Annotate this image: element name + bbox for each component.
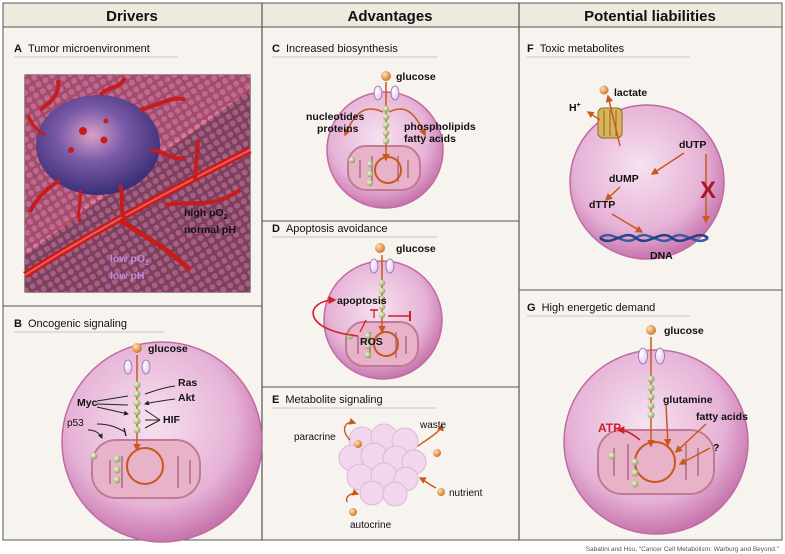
unknown-source-label: ? (713, 442, 719, 454)
low-ph-label: low pH (110, 270, 144, 282)
nutrient-label: nutrient (449, 488, 483, 499)
glucose-label: glucose (664, 325, 704, 337)
cell (569, 104, 725, 260)
dump-label: dUMP (609, 173, 639, 185)
waste-label: waste (419, 420, 447, 431)
fatty-acids-label: fatty acids (696, 411, 748, 423)
dna-label: DNA (650, 250, 673, 262)
dutp-label: dUTP (679, 139, 706, 151)
mitochondrion (345, 321, 419, 367)
panel-d-title: Apoptosis avoidance (286, 223, 388, 235)
dna-helix (599, 233, 709, 243)
ras-label: Ras (178, 377, 197, 389)
glycolysis-chain (90, 381, 141, 484)
high-po2-label: high pO2 (184, 207, 228, 221)
panel-c-title: Increased biosynthesis (286, 43, 398, 55)
akt-label: Akt (178, 392, 195, 404)
panel-b-letter: B (14, 318, 22, 330)
hydrogen-ion-label: H+ (569, 102, 581, 114)
panel-a-title: Tumor microenvironment (28, 43, 150, 55)
panel-d-letter: D (272, 223, 280, 235)
lactate-label: lactate (614, 87, 647, 99)
panel-b: B Oncogenic signaling glucose (14, 318, 263, 543)
glucose-label: glucose (396, 71, 436, 83)
panel-f-title: Toxic metabolites (540, 43, 625, 55)
panel-d: D Apoptosis avoidance glucose (272, 223, 443, 380)
p53-label: p53 (67, 418, 84, 429)
apoptosis-label: apoptosis (337, 295, 387, 307)
panel-e-title: Metabolite signaling (285, 394, 382, 406)
autocrine-label: autocrine (350, 520, 392, 531)
glucose-label: glucose (148, 343, 188, 355)
panel-b-title: Oncogenic signaling (28, 318, 127, 330)
hif-label: HIF (163, 414, 181, 426)
glucose-molecule (646, 325, 656, 335)
panel-g: G High energetic demand glucose ATP (527, 302, 749, 535)
glutamine-label: glutamine (663, 394, 713, 406)
column-header-advantages: Advantages (347, 8, 432, 25)
mitochondrion (91, 439, 201, 499)
glucose-molecule (132, 343, 142, 353)
figure-credit: Sabatini and Hsu, "Cancer Cell Metabolis… (585, 546, 779, 553)
panel-c: C Increased biosynthesis glucose nucleoti… (272, 43, 476, 209)
panel-f-letter: F (527, 43, 534, 55)
phospholipids-label: phospholipids (404, 121, 476, 133)
glucose-label: glucose (396, 243, 436, 255)
dttp-label: dTTP (589, 199, 615, 211)
lactate-transporter (597, 107, 623, 139)
mitochondrion (347, 145, 421, 191)
panel-e-letter: E (272, 394, 279, 406)
fatty-acids-label: fatty acids (404, 133, 456, 145)
mitochondrion (597, 429, 715, 495)
proteins-label: proteins (317, 123, 359, 135)
glycolysis-chain (608, 375, 655, 488)
panel-g-letter: G (527, 302, 536, 314)
glycolysis-chain (348, 105, 390, 187)
glycolysis-chain (346, 279, 386, 359)
atp-label: ATP (598, 421, 621, 435)
low-po2-label: low pO2 (110, 253, 149, 267)
panel-e: E Metabolite signaling paracrine waste au… (272, 394, 483, 531)
cell-cluster (338, 423, 427, 507)
ros-label: ROS (360, 336, 383, 348)
paracrine-label: paracrine (294, 432, 336, 443)
blocked-x-mark: X (700, 177, 716, 204)
column-header-drivers: Drivers (106, 8, 158, 25)
panel-g-title: High energetic demand (542, 302, 656, 314)
normal-ph-label: normal pH (184, 224, 236, 236)
column-header-liabilities: Potential liabilities (584, 8, 716, 25)
nucleotides-label: nucleotides (306, 111, 365, 123)
tumor-microenvironment-illustration (23, 74, 252, 293)
glucose-molecule (375, 243, 385, 253)
panel-a-letter: A (14, 43, 22, 55)
myc-label: Myc (77, 397, 98, 409)
panel-c-letter: C (272, 43, 280, 55)
glucose-molecule (381, 71, 391, 81)
